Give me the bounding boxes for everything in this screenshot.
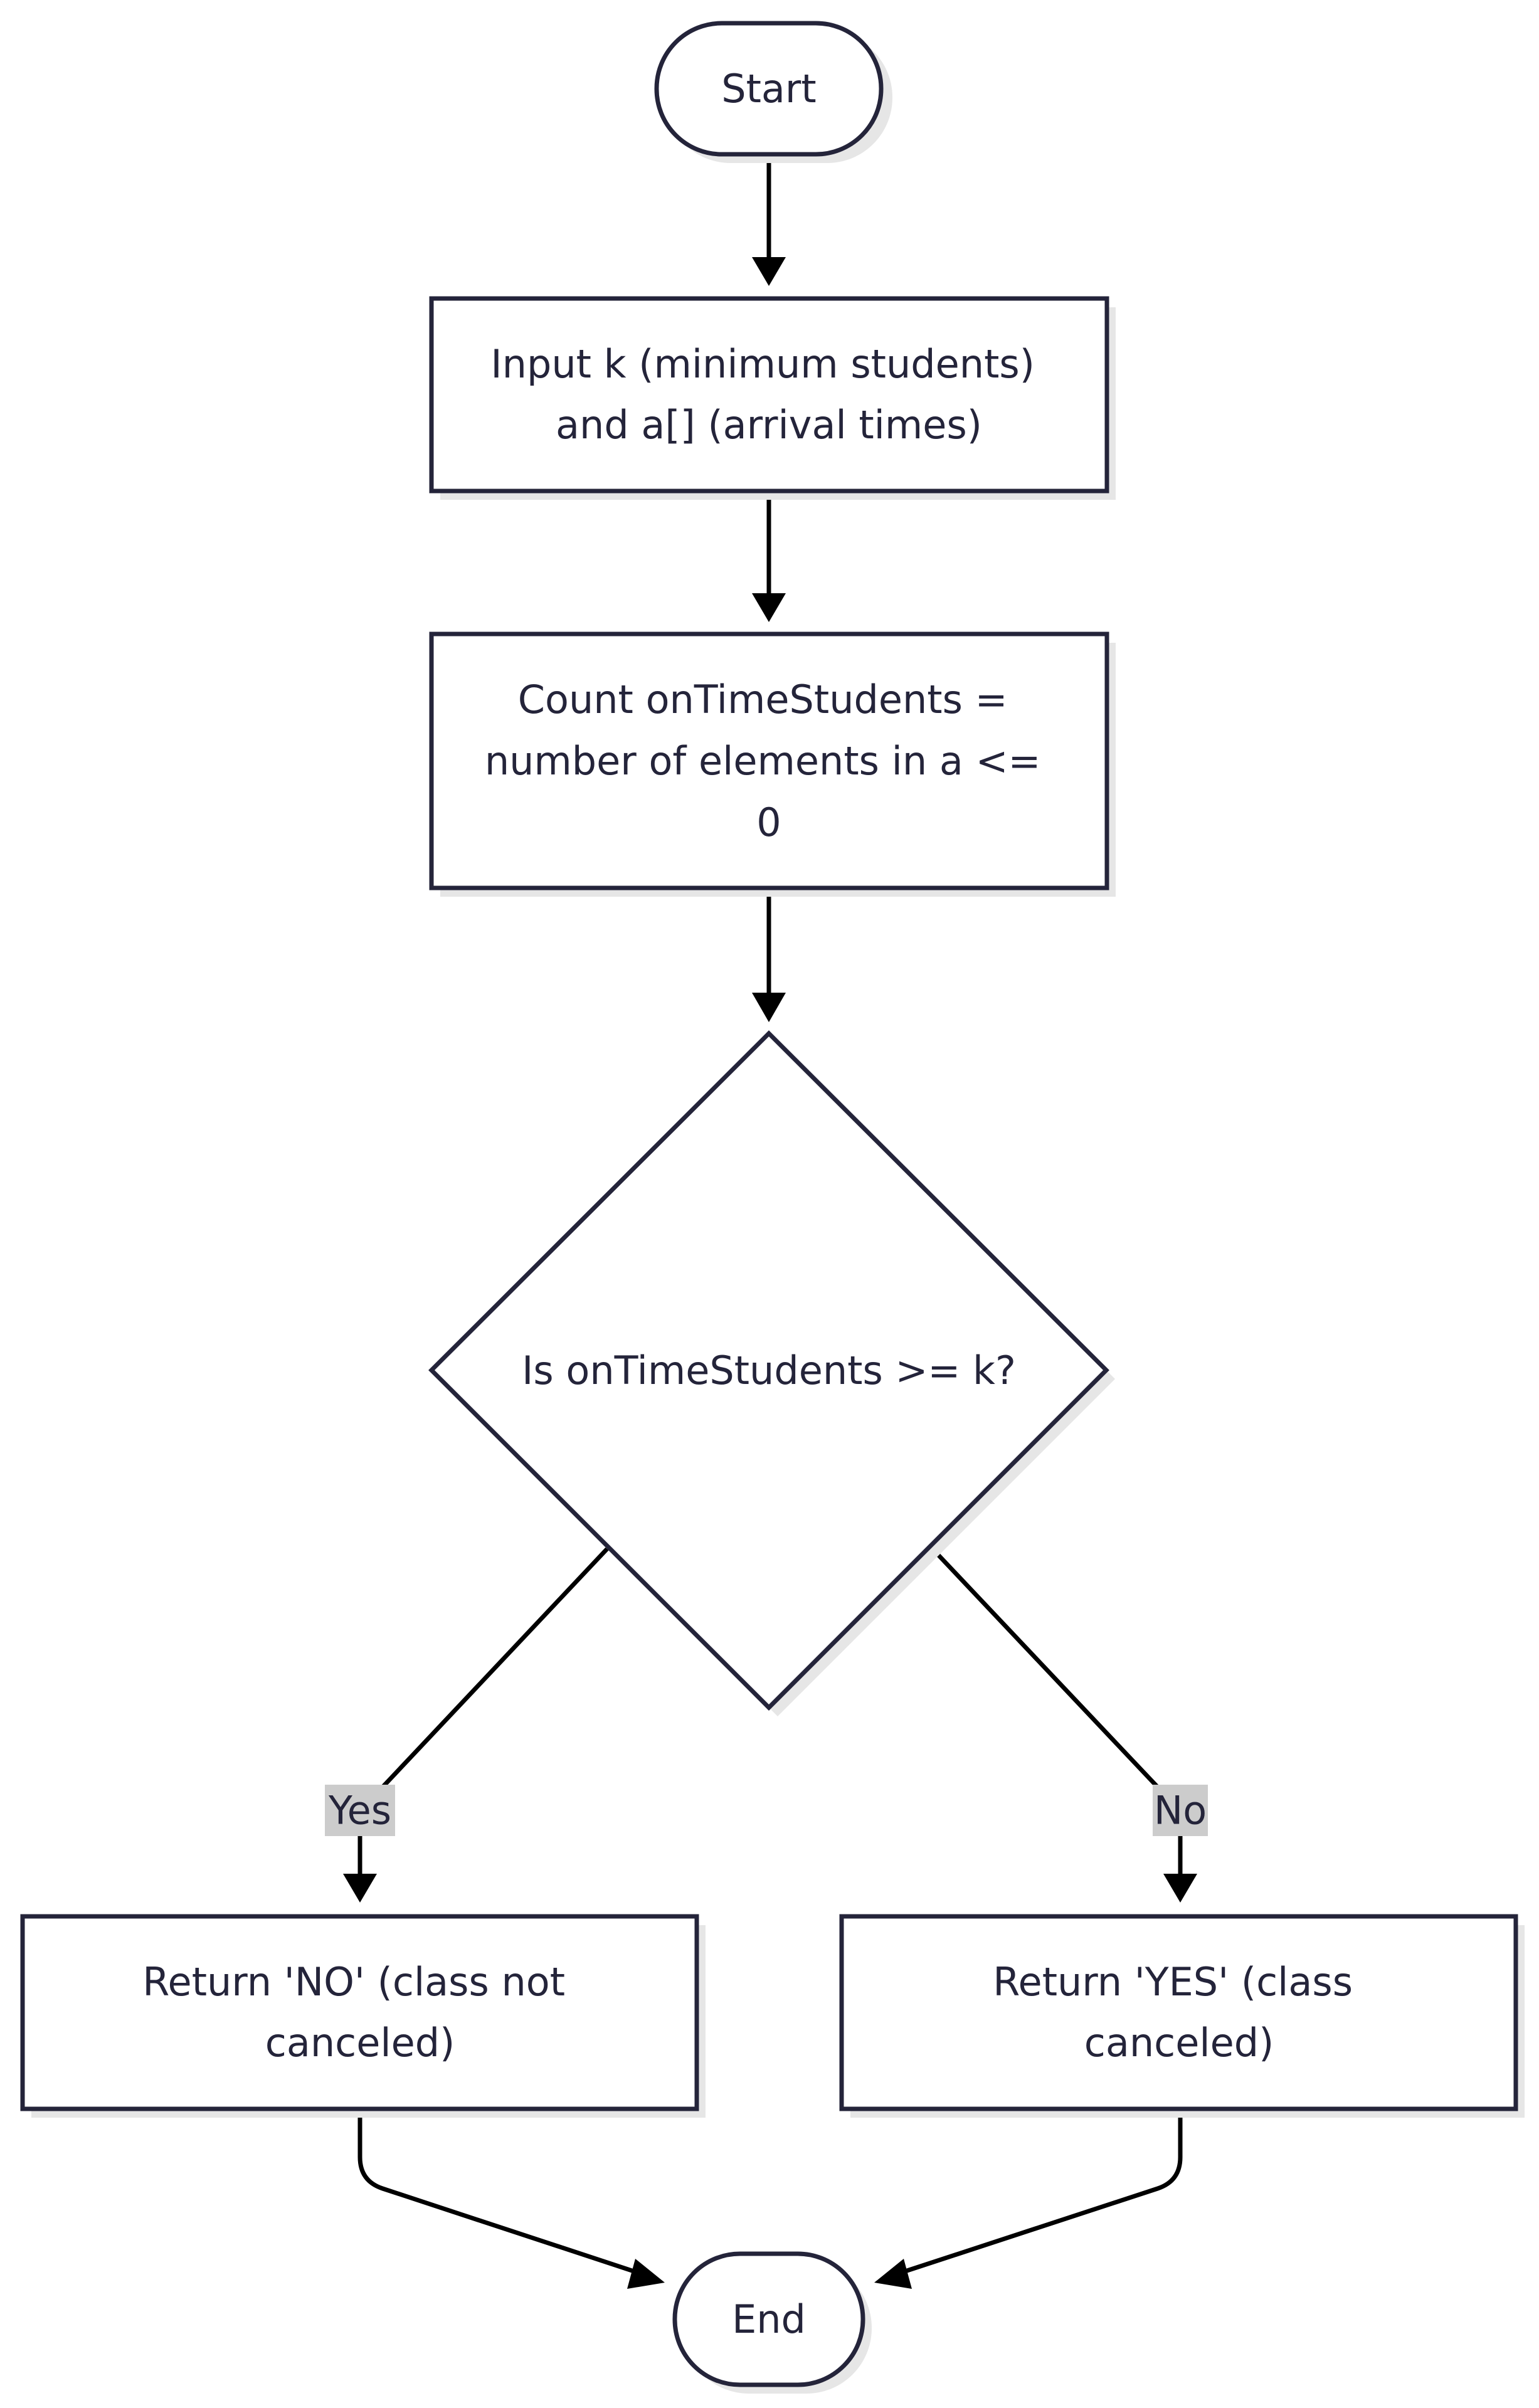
edge-label-no-text: No: [1154, 1788, 1207, 1834]
node-start: Start: [654, 21, 892, 163]
node-return-no-text: Return 'NO' (class not canceled): [142, 1959, 577, 2066]
node-return-yes-text: Return 'YES' (class canceled): [993, 1959, 1365, 2066]
arrowhead-decision: [752, 993, 786, 1022]
edge-label-no: No: [1153, 1785, 1208, 1836]
node-decision-text: Is onTimeStudents >= k?: [522, 1348, 1016, 1393]
arrowhead-count: [752, 593, 786, 622]
node-return-no: Return 'NO' (class not canceled): [20, 1914, 706, 2118]
edge-decision-to-return-yes: [931, 1547, 1183, 1874]
arrowhead-return-yes: [1163, 1874, 1197, 1903]
arrowhead-return-no: [343, 1874, 377, 1903]
node-end-text: End: [732, 2296, 806, 2342]
edge-label-yes: Yes: [325, 1785, 395, 1836]
node-count: Count onTimeStudents = number of element…: [429, 631, 1116, 897]
edge-label-yes-text: Yes: [328, 1788, 391, 1834]
node-return-yes: Return 'YES' (class canceled): [839, 1914, 1525, 2118]
node-count-text: Count onTimeStudents = number of element…: [485, 677, 1053, 845]
node-end: End: [672, 2251, 872, 2394]
edge-return-yes-to-end: [898, 2111, 1183, 2276]
edge-return-no-to-end: [357, 2111, 641, 2276]
edge-decision-to-return-no: [357, 1547, 609, 1874]
arrowhead-end-right: [874, 2259, 912, 2289]
arrowhead-input: [752, 257, 786, 286]
node-decision: Is onTimeStudents >= k?: [428, 1030, 1115, 1716]
node-start-text: Start: [721, 66, 816, 112]
node-input-text: Input k (minimum students) and a[] (arri…: [490, 341, 1047, 448]
arrowhead-end-left: [627, 2259, 665, 2289]
node-input: Input k (minimum students) and a[] (arri…: [429, 296, 1116, 500]
